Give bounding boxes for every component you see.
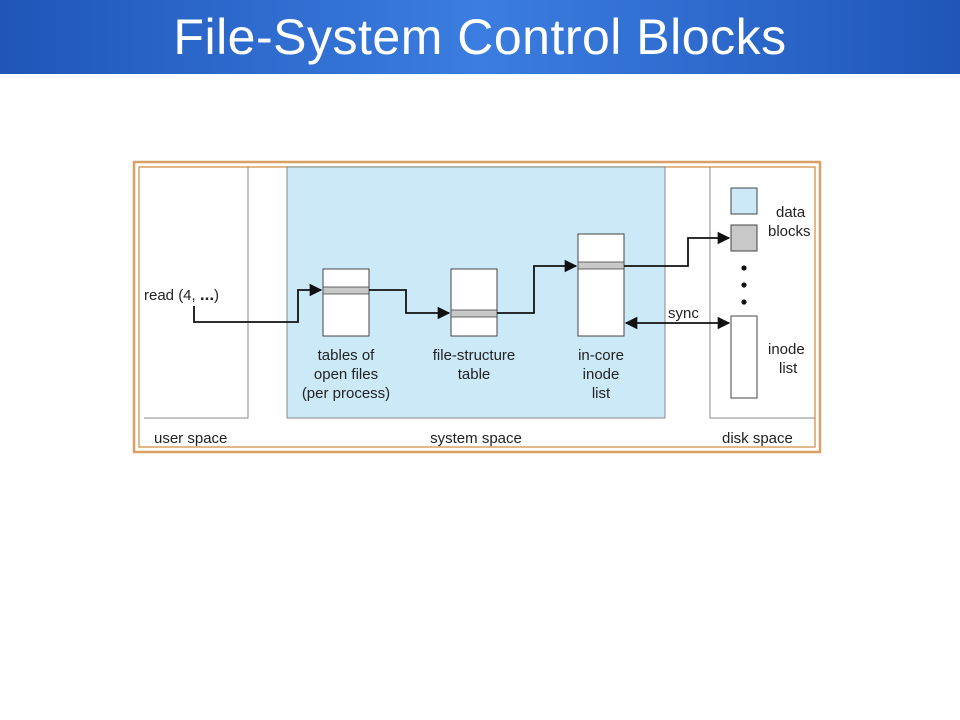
data-blocks-label-2: blocks [768, 223, 811, 240]
ellipsis-dot [741, 265, 747, 271]
file-structure-label-1: file-structure [433, 347, 516, 364]
disk-space-boundary [709, 167, 815, 419]
disk-space-label: disk space [722, 430, 793, 447]
user-space-boundary [144, 167, 249, 419]
open-files-table [322, 268, 370, 337]
incore-inode-list [577, 233, 625, 337]
incore-inode-entry [577, 261, 625, 270]
arrow-open-files-to-file-structure [369, 289, 451, 320]
data-block-used [730, 224, 758, 252]
system-space-label: system space [430, 430, 522, 447]
open-files-label-1: tables of [318, 347, 376, 364]
inode-list-label-2: list [779, 360, 798, 377]
disk-inode-list [730, 315, 758, 399]
open-files-label-3: (per process) [302, 385, 390, 402]
open-files-label-2: open files [314, 366, 378, 383]
arrow-read-to-open-files [193, 283, 323, 323]
inode-list-label-1: inode [768, 341, 805, 358]
read-call-text: read (4, ...) [144, 285, 219, 304]
data-block-free [730, 187, 758, 215]
arrow-file-structure-to-inode [497, 259, 578, 314]
slide-title: File-System Control Blocks [173, 9, 787, 65]
ellipsis-dot [741, 299, 747, 305]
file-structure-label-2: table [458, 366, 491, 383]
sync-label: sync [668, 305, 699, 322]
data-blocks-label-1: data [776, 204, 806, 221]
incore-label-2: inode [583, 366, 620, 383]
incore-label-3: list [592, 385, 611, 402]
incore-label-1: in-core [578, 347, 624, 364]
file-structure-entry [450, 309, 498, 318]
user-space-label: user space [154, 430, 227, 447]
arrow-inode-to-data-blocks [624, 231, 731, 267]
title-bar [0, 0, 960, 74]
ellipsis-dot [741, 282, 747, 288]
file-structure-table [450, 268, 498, 337]
open-files-entry [322, 286, 370, 295]
